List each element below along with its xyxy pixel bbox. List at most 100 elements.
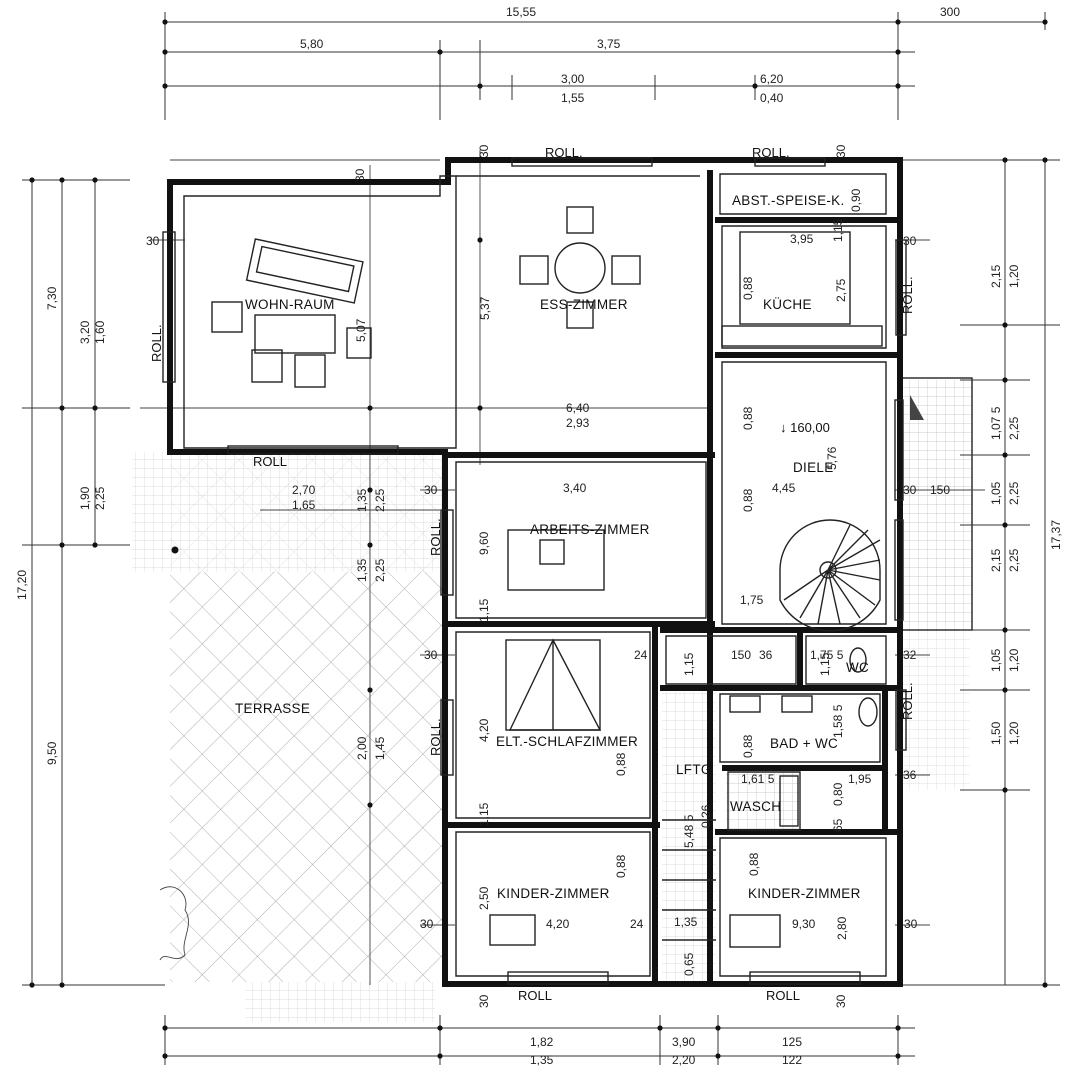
dim-d30: 30 [903, 483, 917, 497]
room-bad: BAD + WC [770, 736, 838, 751]
dim-k1-30: 30 [420, 917, 434, 931]
dim-b1-bottom: 3,90 [672, 1035, 696, 1049]
room-wohnraum: WOHN-RAUM [245, 297, 335, 312]
dim-d2-top: 0,40 [760, 91, 784, 105]
dim-k135: 1,35 [674, 915, 698, 929]
dim-r2b: 2,25 [1007, 416, 1021, 440]
dim-k1-420: 4,20 [546, 917, 570, 931]
dim-b30a: 30 [477, 994, 491, 1008]
dim-d1-top: 6,20 [760, 72, 784, 86]
dim-c2-bottom: 122 [782, 1053, 802, 1067]
dimension-texts-inner: 30 30 30 30 5,37 5,07 6,40 2,93 0,90 3,9… [146, 144, 950, 1008]
dim-t30a: 30 [353, 168, 367, 182]
dim-v135b: 1,35 [355, 558, 369, 582]
roll-bottom-right: ROLL [766, 988, 800, 1003]
dim-d088b: 0,88 [741, 488, 755, 512]
dim-h36: 36 [759, 648, 773, 662]
roll-schlaf: ROLL. [428, 718, 443, 756]
inner-wall-lines [183, 173, 887, 977]
dim-k065: 0,65 [682, 952, 696, 976]
dim-m2-left: 2,25 [93, 486, 107, 510]
dimension-lines-top [164, 12, 1046, 120]
dim-e537: 5,37 [478, 296, 492, 320]
dim-b-top: 3,75 [597, 37, 621, 51]
dim-d576: 5,76 [825, 446, 839, 470]
room-terrasse: TERRASSE [235, 701, 310, 716]
dim-f5485: 5,48 5 [682, 814, 696, 848]
dim-a340: 3,40 [563, 481, 587, 495]
dim-k2-30: 30 [904, 917, 918, 931]
right-grid-strip [900, 380, 972, 630]
stair-triangle-icon [910, 395, 924, 420]
dim-v145: 1,45 [373, 736, 387, 760]
dim-r4a: 2,15 [989, 548, 1003, 572]
roll-wohn-left: ROLL. [149, 324, 164, 362]
dim-b195: 1,95 [848, 772, 872, 786]
roll-arbeits: ROLL. [428, 518, 443, 556]
dim-e640: 6,40 [566, 401, 590, 415]
dimension-texts-bottom: 1,82 1,35 3,90 2,20 125 122 [530, 1035, 802, 1067]
dim-d150: 150 [930, 483, 950, 497]
room-kueche: KÜCHE [763, 297, 812, 312]
room-esszimmer: ESS-ZIMMER [540, 297, 628, 312]
dim-a960: 9,60 [477, 531, 491, 555]
dim-b1615: 1,61 5 [741, 772, 775, 786]
dim-u1-left: 3,20 [78, 320, 92, 344]
dim-s24: 24 [634, 648, 648, 662]
shutter-labels: ROLL. ROLL. ROLL. ROLL ROLL. ROLL. ROLL.… [149, 145, 915, 1003]
dim-d445: 4,45 [772, 481, 796, 495]
dim-m1-left: 1,90 [78, 486, 92, 510]
dim-r6b: 1,20 [1007, 721, 1021, 745]
room-schlafzimmer: ELT.-SCHLAFZIMMER [496, 734, 638, 749]
dim-total-top: 15,55 [506, 5, 536, 19]
dim-r6a: 1,50 [989, 721, 1003, 745]
dim-k2-280: 2,80 [835, 916, 849, 940]
roll-wohn-bottom: ROLL [253, 454, 287, 469]
room-wc: WC [846, 660, 869, 675]
guide-lines [140, 150, 1000, 985]
dim-b080: 0,80 [831, 782, 845, 806]
level-marker: ↓ 160,00 [780, 420, 830, 435]
dim-k2-088: 0,88 [747, 852, 761, 876]
dim-b30b: 30 [834, 994, 848, 1008]
room-kinderzimmer-2: KINDER-ZIMMER [748, 886, 861, 901]
dim-b36: 36 [903, 768, 917, 782]
dim-v225b: 2,25 [373, 558, 387, 582]
dim-r1b: 1,20 [1007, 264, 1021, 288]
dim-w507: 5,07 [354, 318, 368, 342]
dim-w30: 30 [146, 234, 160, 248]
outer-walls [167, 157, 903, 987]
dim-t165: 1,65 [292, 498, 316, 512]
dim-v200: 2,00 [355, 736, 369, 760]
dim-s090: 0,90 [849, 188, 863, 212]
dim-h150: 150 [731, 648, 751, 662]
dim-b2-bottom: 2,20 [672, 1053, 696, 1067]
dim-s088: 0,88 [614, 752, 628, 776]
dim-s115: 1,15 [477, 802, 491, 826]
dim-right-top: 300 [940, 5, 960, 19]
room-wasch: WASCH [730, 799, 781, 814]
dim-e293: 2,93 [566, 416, 590, 430]
dim-upper-left: 7,30 [45, 286, 59, 310]
bottom-left-steps [245, 982, 435, 1022]
room-lftg: LFTG [676, 762, 712, 777]
dim-h115: 1,15 [682, 652, 696, 676]
dim-r2a: 1,07 5 [989, 406, 1003, 440]
dim-c2-top: 1,55 [561, 91, 585, 105]
roll-kueche: ROLL. [900, 276, 915, 314]
dim-s420: 4,20 [477, 718, 491, 742]
dim-k1-088: 0,88 [614, 854, 628, 878]
dim-k275: 2,75 [834, 278, 848, 302]
dimension-lines-left [22, 179, 165, 986]
dimension-texts-top: 15,55 300 5,80 3,75 3,00 1,55 6,20 0,40 [300, 5, 960, 105]
dim-v225a: 2,25 [373, 488, 387, 512]
dim-d175: 1,75 [740, 593, 764, 607]
dim-total-right: 17,37 [1049, 520, 1063, 550]
dimension-lines-right [900, 159, 1060, 986]
room-speise: ABST.-SPEISE-K. [732, 193, 845, 208]
dim-f026: 0,26 [699, 804, 713, 828]
roll-top-left: ROLL. [545, 145, 583, 160]
dim-s30: 30 [424, 648, 438, 662]
roll-bottom-left: ROLL [518, 988, 552, 1003]
dim-h115b: 1,15 [818, 652, 832, 676]
